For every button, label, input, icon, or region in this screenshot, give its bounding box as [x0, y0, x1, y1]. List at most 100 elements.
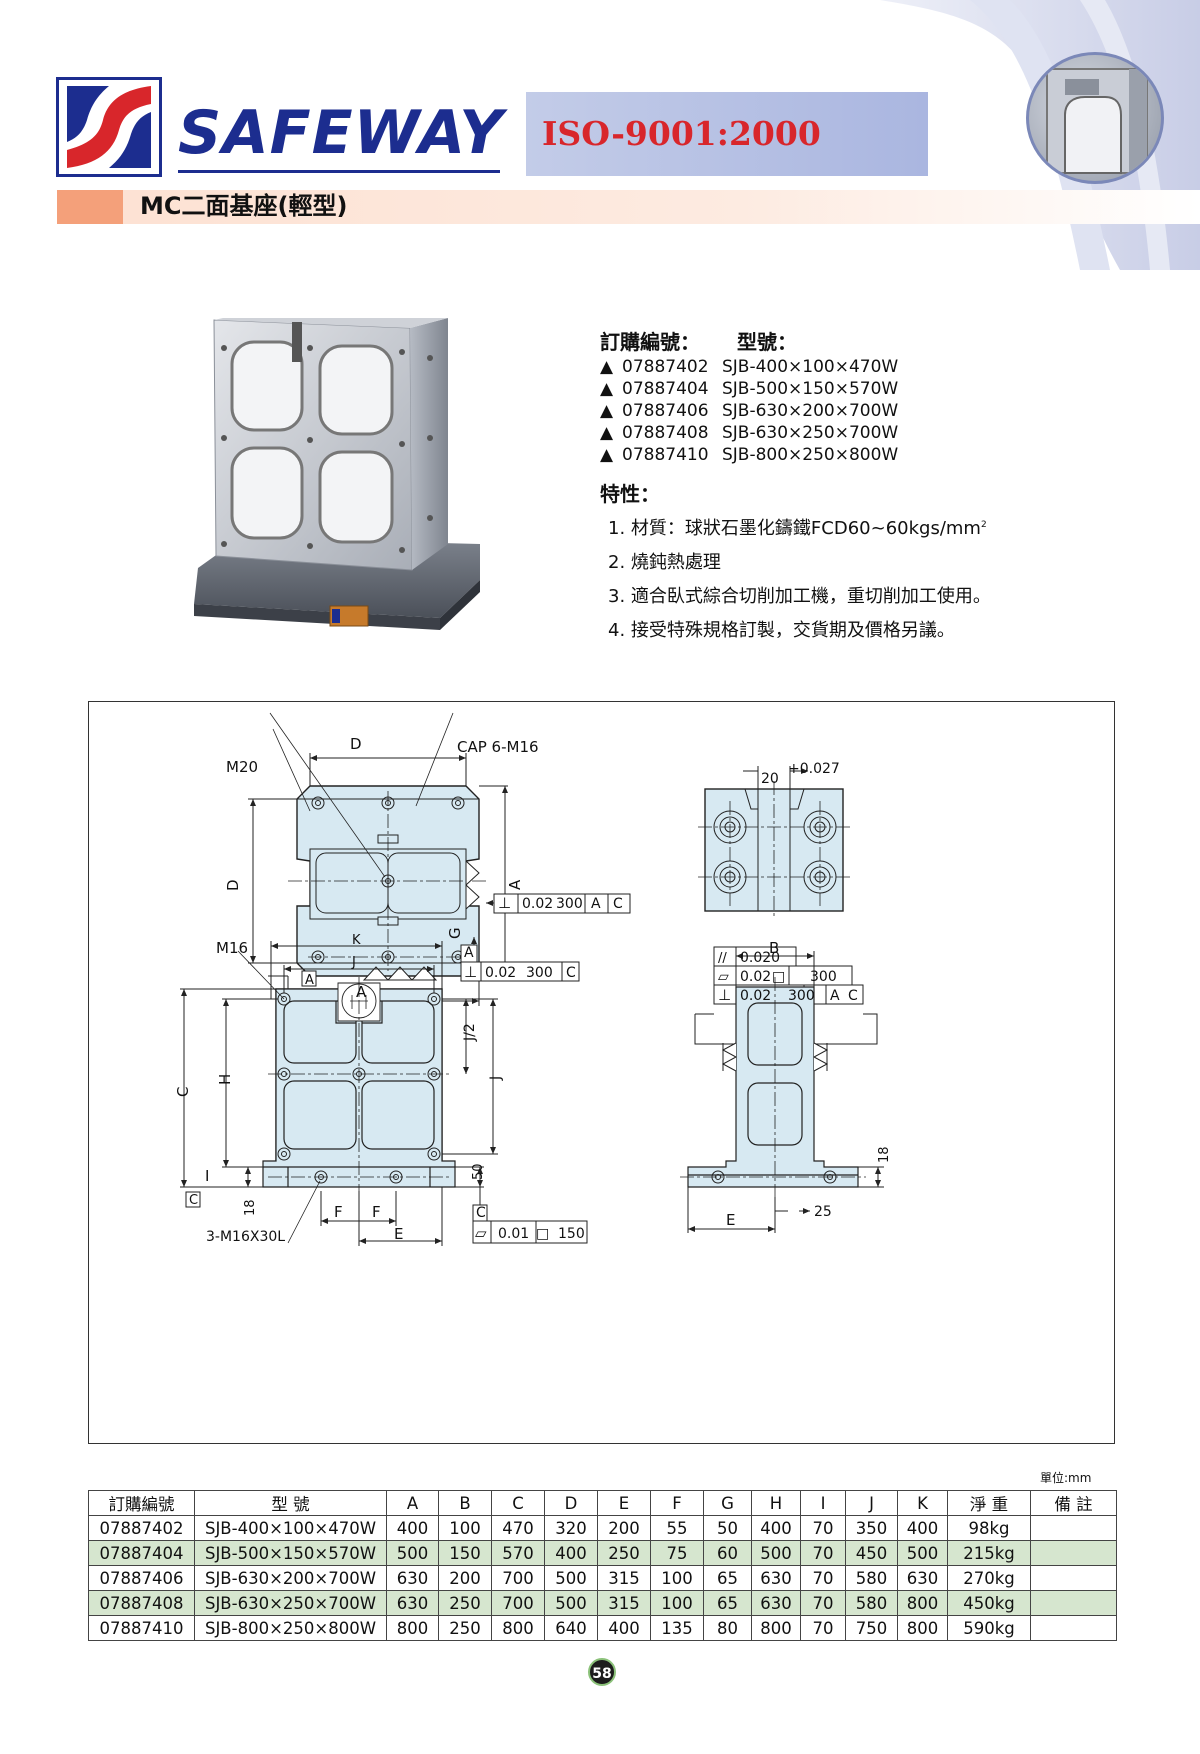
feature-number: 2.: [608, 552, 626, 573]
tol-0020: 0.020: [740, 950, 780, 966]
cell-f: 100: [650, 1590, 704, 1616]
col-k: K: [897, 1490, 948, 1516]
cell-d: 320: [544, 1515, 598, 1541]
product-photo: [194, 318, 480, 630]
cell-a: 630: [386, 1590, 439, 1616]
cell-d: 640: [544, 1615, 598, 1641]
tol-perp-front: ⊥: [464, 963, 477, 981]
col-i: I: [800, 1490, 846, 1516]
dim-k: K: [352, 933, 361, 948]
triangle-marker-icon: ▲: [600, 445, 614, 465]
feature-item: 2. 燒鈍熱處理: [600, 546, 1160, 580]
datum-a-view1: A: [305, 973, 314, 988]
cell-remarks: [1030, 1540, 1117, 1566]
col-d: D: [544, 1490, 598, 1516]
cell-d: 500: [544, 1590, 598, 1616]
dim-g: G: [446, 927, 464, 939]
unit-label: 單位:mm: [1040, 1471, 1092, 1485]
cell-c: 700: [491, 1565, 545, 1591]
cell-b: 250: [438, 1615, 492, 1641]
cell-j: 580: [845, 1590, 898, 1616]
col-b: B: [438, 1490, 492, 1516]
cell-weight: 590kg: [947, 1615, 1031, 1641]
col-h: H: [751, 1490, 801, 1516]
dim-e-front: E: [394, 1225, 403, 1243]
dim-a-bottom: A: [356, 983, 367, 1001]
cell-h: 630: [751, 1565, 801, 1591]
cell-k: 500: [897, 1540, 948, 1566]
feature-superscript: 2: [980, 520, 987, 530]
table-header-row: 訂購編號 型 號 A B C D E F G H I J K 淨 重 備 註: [88, 1490, 1117, 1516]
order-code: 07887406: [622, 401, 709, 421]
cell-weight: 215kg: [947, 1540, 1031, 1566]
cell-k: 800: [897, 1615, 948, 1641]
dim-j-side: J: [488, 1076, 504, 1081]
tol-300-2: 300: [810, 969, 837, 985]
order-code: 07887404: [622, 379, 709, 399]
label-m16x30: 3-M16X30L: [206, 1229, 285, 1245]
cell-remarks: [1030, 1565, 1117, 1591]
cell-i: 70: [800, 1615, 846, 1641]
cell-remarks: [1030, 1615, 1117, 1641]
cell-i: 70: [800, 1540, 846, 1566]
title-accent-block: [57, 190, 123, 224]
tol-sq-front: □: [536, 1226, 549, 1242]
feature-number: 4.: [608, 620, 626, 641]
model-label: 型號：: [736, 330, 797, 354]
dim-h: H: [216, 1074, 234, 1085]
ordering-header: 訂購編號： 型號：: [600, 328, 1160, 356]
dim-b: B: [769, 939, 779, 957]
feature-number: 1.: [608, 518, 626, 539]
dim-a-side: A: [506, 879, 524, 890]
cell-h: 500: [751, 1540, 801, 1566]
cell-j: 750: [845, 1615, 898, 1641]
tol-300-1: 300: [556, 896, 583, 912]
tol-flat-2: ▱: [718, 969, 729, 985]
tol-002-1: 0.02: [522, 896, 553, 912]
datum-c-front: C: [189, 1193, 198, 1208]
cell-weight: 98kg: [947, 1515, 1031, 1541]
col-weight: 淨 重: [947, 1490, 1031, 1516]
front-view-holes: [180, 941, 588, 1246]
col-model: 型 號: [194, 1490, 387, 1516]
cell-c: 800: [491, 1615, 545, 1641]
col-g: G: [703, 1490, 752, 1516]
feature-item: 1. 材質：球狀石墨化鑄鐵FCD60~60kgs/mm2: [600, 508, 1160, 546]
cell-e: 200: [597, 1515, 651, 1541]
tol-150: 150: [558, 1226, 585, 1242]
col-a: A: [386, 1490, 439, 1516]
feature-list: 1. 材質：球狀石墨化鑄鐵FCD60~60kgs/mm2 2. 燒鈍熱處理 3.…: [600, 508, 1160, 648]
cell-order-no: 07887402: [88, 1515, 195, 1541]
dim-f-2: F: [372, 1203, 381, 1221]
logo-s-icon: [59, 80, 159, 174]
cell-model: SJB-630×200×700W: [194, 1565, 387, 1591]
cell-order-no: 07887410: [88, 1615, 195, 1641]
cell-weight: 450kg: [947, 1590, 1031, 1616]
technical-drawing: D D A A A G M20 CAP 6-M16 ⊥ 0.02 300 A C…: [174, 712, 892, 1246]
cell-c: 470: [491, 1515, 545, 1541]
cell-f: 135: [650, 1615, 704, 1641]
tol-0027: +0.027: [788, 761, 840, 777]
cell-order-no: 07887404: [88, 1540, 195, 1566]
cell-e: 400: [597, 1615, 651, 1641]
title-bar: [57, 190, 1200, 224]
triangle-marker-icon: ▲: [600, 357, 614, 377]
tol-a-1: A: [591, 896, 601, 912]
cell-h: 800: [751, 1615, 801, 1641]
spec-table: 訂購編號 型 號 A B C D E F G H I J K 淨 重 備 註 0…: [88, 1490, 1117, 1641]
page-number: 58: [588, 1658, 616, 1686]
cell-j: 450: [845, 1540, 898, 1566]
triangle-marker-icon: ▲: [600, 379, 614, 399]
cell-d: 500: [544, 1565, 598, 1591]
cell-remarks: [1030, 1515, 1117, 1541]
drawing-frame: [88, 701, 1115, 1444]
cell-c: 570: [491, 1540, 545, 1566]
feature-text: 材質：球狀石墨化鑄鐵FCD60~60kgs/mm: [630, 518, 981, 539]
cell-f: 55: [650, 1515, 704, 1541]
